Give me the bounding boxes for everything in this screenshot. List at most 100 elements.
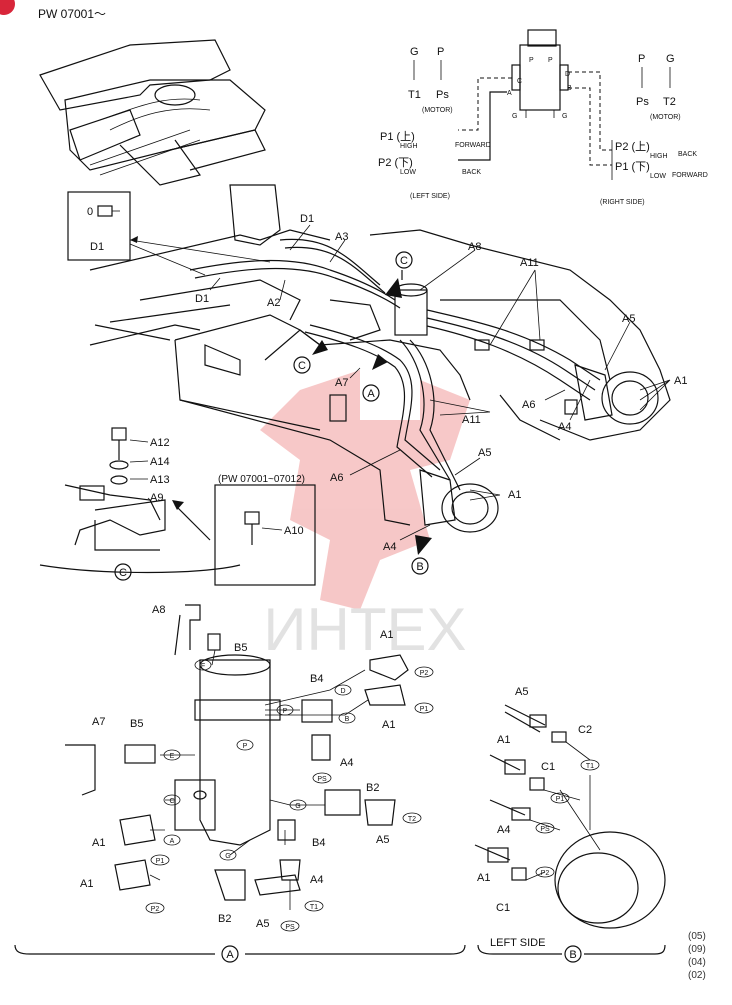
callout-a: A xyxy=(367,388,375,400)
label-a6-mid: A6 xyxy=(330,472,343,484)
detail-pw-range: (PW 07001~07012) xyxy=(218,474,305,485)
label-a11-top: A11 xyxy=(520,257,539,269)
tag-t1: T1 xyxy=(310,904,318,911)
label-a5-mid: A5 xyxy=(478,447,491,459)
tag-p2-left: P2 xyxy=(151,906,160,913)
detail-a-tags: F P P E C A G G D B P2 P1 PS T2 P1 P2 T1… xyxy=(145,659,434,932)
label-a4-right: A4 xyxy=(558,421,571,433)
tag-ps-bot: PS xyxy=(285,924,295,931)
label-a2: A2 xyxy=(267,297,280,309)
label-a9: A9 xyxy=(150,492,163,504)
tag-b: B xyxy=(345,716,350,723)
right-side-caption: (RIGHT SIDE) xyxy=(600,199,645,206)
port-p-right: P xyxy=(638,53,645,65)
label-a1-mid: A1 xyxy=(508,489,521,501)
page-code: (02) xyxy=(688,970,706,981)
left-p1: P1 (上) xyxy=(380,130,415,143)
tag-ps-mid: PS xyxy=(317,776,327,783)
tag-p2-top: P2 xyxy=(420,670,429,677)
right-p2: P2 (上) xyxy=(615,140,650,153)
left-p2: P2 (下) xyxy=(378,157,413,169)
port-t2: T2 xyxy=(663,96,676,108)
label-a8: A8 xyxy=(468,241,481,253)
page-codes: (05) (09) (04) (02) xyxy=(688,930,728,982)
label-a5-right: A5 xyxy=(622,313,635,325)
port-ps-left: Ps xyxy=(436,89,449,101)
tag-p-b: P xyxy=(243,743,248,750)
detail-b-title: LEFT SIDE xyxy=(490,937,545,949)
joint-p-left: P xyxy=(529,57,534,64)
right-p1-sub: LOW xyxy=(650,173,666,180)
label-a8-a: A8 xyxy=(152,604,165,616)
label-a5-right: A5 xyxy=(376,834,389,846)
tag-e: E xyxy=(170,753,175,760)
detail-a-caption: A xyxy=(226,949,234,961)
label-d1-top: D1 xyxy=(300,213,314,225)
motor-label-right: (MOTOR) xyxy=(650,114,681,121)
label-a5-bot: A5 xyxy=(256,918,269,930)
joint-g-right: G xyxy=(562,113,567,120)
label-a11-mid: A11 xyxy=(462,414,481,426)
label-c1-bot-b: C1 xyxy=(496,902,510,914)
port-g-right: G xyxy=(666,53,675,65)
watermark: ИНТЕХ xyxy=(260,370,470,663)
page-code: (04) xyxy=(688,957,706,968)
joint-p-right: P xyxy=(548,57,553,64)
detail-b-caption: B xyxy=(569,949,576,961)
label-a1-mid: A1 xyxy=(382,719,395,731)
label-a4-mid: A4 xyxy=(383,541,396,553)
label-a4-b: A4 xyxy=(497,824,510,836)
label-c2-b: C2 xyxy=(578,724,592,736)
label-a13: A13 xyxy=(150,474,170,486)
page-code: (09) xyxy=(688,944,706,955)
tag-p1-top: P1 xyxy=(420,706,429,713)
detail-c: A12 A14 A13 A9 C xyxy=(39,427,241,581)
tag-ps-b: PS xyxy=(540,826,550,833)
joint-g-left: G xyxy=(512,113,517,120)
joint-a: A xyxy=(507,90,512,97)
detail-pw-box xyxy=(214,484,316,586)
tag-g-a: G xyxy=(225,853,230,860)
label-b2-bot: B2 xyxy=(218,913,231,925)
label-b5-left: B5 xyxy=(130,718,143,730)
label-d1-left: D1 xyxy=(195,293,209,305)
label-a1-l2: A1 xyxy=(80,878,93,890)
right-p2-sub: HIGH xyxy=(650,153,668,160)
main-assembly-view: 0 D1 xyxy=(67,184,687,575)
label-zero: 0 xyxy=(87,206,93,218)
detail-a: F P P E C A G G D B P2 P1 PS T2 P1 P2 T1… xyxy=(14,604,466,963)
label-b4-bot: B4 xyxy=(312,837,325,849)
label-a4-right: A4 xyxy=(340,757,353,769)
left-p1-sub: HIGH xyxy=(400,143,418,150)
tag-g-b: G xyxy=(295,803,300,810)
joint-c: C xyxy=(517,78,522,85)
label-a14: A14 xyxy=(150,456,170,468)
tag-p2-b: P2 xyxy=(541,870,550,877)
motor-label-left: (MOTOR) xyxy=(422,107,453,114)
port-t1: T1 xyxy=(408,89,421,101)
label-a4-bot: A4 xyxy=(310,874,323,886)
label-a12: A12 xyxy=(150,437,170,449)
port-ps-right: Ps xyxy=(636,96,649,108)
tag-t2: T2 xyxy=(408,816,416,823)
label-a1-top: A1 xyxy=(380,629,393,641)
label-a7: A7 xyxy=(335,377,348,389)
right-p1: P1 (下) xyxy=(615,161,650,173)
port-g-left: G xyxy=(410,46,419,58)
detail-c-caption: C xyxy=(119,567,127,579)
label-a1-l1: A1 xyxy=(92,837,105,849)
label-a3: A3 xyxy=(335,231,348,243)
hydraulic-schematic: C A G D B G P P G P T1 Ps (MOTOR) P G Ps… xyxy=(378,29,708,206)
label-a5-b: A5 xyxy=(515,686,528,698)
tag-d: D xyxy=(340,688,345,695)
label-a10: A10 xyxy=(284,525,304,537)
tag-p-a: P xyxy=(283,708,288,715)
tag-p1-b: P1 xyxy=(556,796,565,803)
left-p2-sub: LOW xyxy=(400,169,416,176)
tag-p1-left: P1 xyxy=(156,858,165,865)
tag-a: A xyxy=(170,838,175,845)
right-p1-dir: FORWARD xyxy=(672,172,708,179)
label-b4-top: B4 xyxy=(310,673,323,685)
